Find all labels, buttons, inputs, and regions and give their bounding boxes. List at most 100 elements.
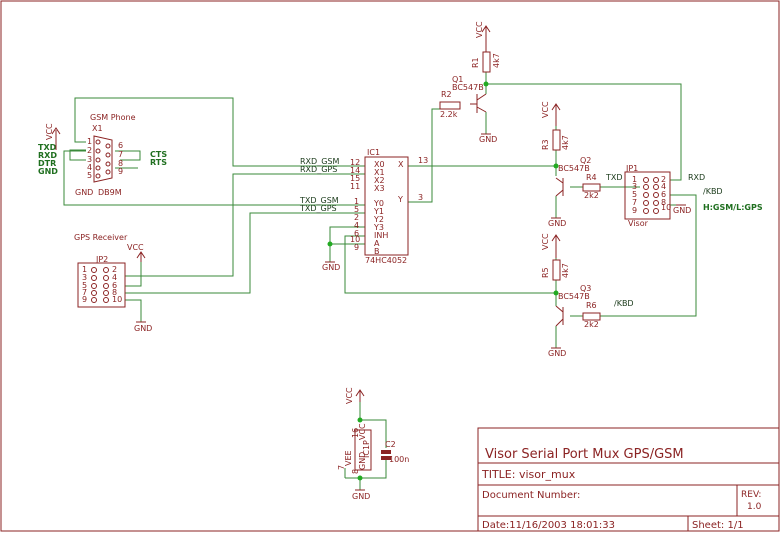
ic1-pin-y1: Y1 xyxy=(373,207,384,216)
q3-gnd-label: GND xyxy=(548,349,566,358)
q1-gnd-label: GND xyxy=(479,135,497,144)
jp2-pin-4: 4 xyxy=(112,273,117,282)
ic1-part: 74HC4052 xyxy=(365,256,407,265)
ic1-pin-x2: X2 xyxy=(374,176,385,185)
jp2-pin-2: 2 xyxy=(112,265,117,274)
jp1-pin-4: 4 xyxy=(661,182,666,191)
jp1-pin-2: 2 xyxy=(661,175,666,184)
jp1-part: Visor xyxy=(628,219,649,228)
ic1-pin-y3: Y3 xyxy=(373,223,384,232)
ic1p-vcc-pin: VCC xyxy=(358,423,367,440)
title-block-sheet: Sheet: 1/1 xyxy=(692,520,744,531)
r4-body xyxy=(582,183,601,192)
title-block-doc-label: Document Number: xyxy=(482,490,580,501)
q1-part: BC547B xyxy=(452,83,484,92)
jp2-pin-5: 5 xyxy=(82,281,87,290)
jp1-pins xyxy=(643,177,659,214)
jp2-pin-3: 3 xyxy=(82,273,87,282)
gsm-signal-rts: RTS xyxy=(150,158,167,167)
gps-receiver-title: GPS Receiver xyxy=(74,233,128,242)
c2-ref: C2 xyxy=(385,440,396,449)
ic1-pin-b: B xyxy=(374,247,380,256)
jp2-pin-9: 9 xyxy=(82,295,87,304)
q3-part: BC547B xyxy=(558,292,590,301)
ic1-gnd-label: GND xyxy=(322,263,340,272)
gsm-signal-dtr: DTR xyxy=(38,159,56,168)
q3-vcc-label: VCC xyxy=(541,233,550,250)
r6-value: 2k2 xyxy=(584,320,599,329)
wires xyxy=(63,72,697,490)
net-txd-gps: TXD_GPS xyxy=(299,204,337,213)
gsm-vcc-label: VCC xyxy=(45,123,54,140)
gsm-signal-cts: CTS xyxy=(150,150,167,159)
power-block: VCC IC1P VCC 16 VEE 7 GND 8 C2 100n GND xyxy=(337,387,409,501)
title-block-rev-label: REV: xyxy=(741,490,761,500)
r4-ref: R4 xyxy=(586,173,597,182)
net-rxd-gps: RXD_GPS xyxy=(300,165,337,174)
jp1-pin-9: 9 xyxy=(632,206,637,215)
power-vcc-label: VCC xyxy=(345,387,354,404)
jp1-pin-1: 1 xyxy=(632,175,637,184)
q2-gnd-label: GND xyxy=(548,219,566,228)
ic1-pin-x0: X0 xyxy=(374,160,385,169)
db9-pin-4: 4 xyxy=(87,163,92,172)
ic1-num-12: 12 xyxy=(350,158,360,167)
ic1-num-9: 9 xyxy=(354,243,359,252)
jp2-pin-8: 8 xyxy=(112,288,117,297)
jp2-pin-6: 6 xyxy=(112,281,117,290)
db9-body xyxy=(93,135,113,183)
jp1-ref: JP1 xyxy=(625,164,638,173)
r1-body xyxy=(482,51,491,73)
title-block-rev-value: 1.0 xyxy=(747,502,762,512)
ic1-num-15: 15 xyxy=(350,174,360,183)
jp1-pin-5: 5 xyxy=(632,190,637,199)
q1-stage: VCC R1 4k7 Q1 BC547B R2 2.2k GND xyxy=(439,21,501,144)
gsm-signal-rxd: RXD xyxy=(38,151,57,160)
junctions xyxy=(327,81,559,481)
q1-ref: Q1 xyxy=(452,75,463,84)
q2-ref: Q2 xyxy=(580,156,591,165)
ic1p-num-16: 16 xyxy=(351,428,360,438)
r1-value: 4k7 xyxy=(492,53,501,68)
c2-plate-top xyxy=(381,450,391,454)
ic1-num-13: 13 xyxy=(418,156,428,165)
q2-vcc-label: VCC xyxy=(541,101,550,118)
gps-vcc-label: VCC xyxy=(127,243,144,252)
title-block-date: Date:11/16/2003 18:01:33 xyxy=(482,520,615,531)
r3-value: 4k7 xyxy=(561,135,570,150)
ic1p-ref: IC1P xyxy=(362,440,371,458)
ic1-num-14: 14 xyxy=(350,166,360,175)
q1-vcc-label: VCC xyxy=(475,21,484,38)
ic1-pin-x-out: X xyxy=(398,160,404,169)
ic1-num-2: 2 xyxy=(354,213,359,222)
ic1-pin-a: A xyxy=(374,239,380,248)
ic1-multiplexer: IC1 X0 X1 X2 X3 Y0 Y1 Y2 Y3 INH A B 12 1… xyxy=(322,148,428,272)
ic1-num-4: 4 xyxy=(354,221,359,230)
gsm-signal-txd: TXD xyxy=(38,143,57,152)
net-txd-gsm: TXD_GSM xyxy=(299,196,339,205)
jp1-pin-7: 7 xyxy=(632,198,637,207)
net-txd: TXD xyxy=(605,173,623,182)
title-block-heading: Visor Serial Port Mux GPS/GSM xyxy=(485,447,684,462)
net-kbd-jp1: /KBD xyxy=(703,187,723,196)
gps-receiver-ref: JP2 xyxy=(95,255,108,264)
ic1-num-5: 5 xyxy=(354,205,359,214)
gsm-signal-gnd: GND xyxy=(38,167,58,176)
jp1-pin-8: 8 xyxy=(661,198,666,207)
db9-pin-5: 5 xyxy=(87,171,92,180)
jp1-body xyxy=(624,171,671,220)
gsm-phone-part: DB9M xyxy=(98,188,122,197)
jp2-pin-10: 10 xyxy=(112,295,122,304)
db9-pin-1: 1 xyxy=(87,137,92,146)
jp2-pins xyxy=(91,267,109,303)
db9-pin-6: 6 xyxy=(118,141,123,150)
r6-ref: R6 xyxy=(586,301,597,310)
r2-body xyxy=(439,101,461,110)
r4-value: 2k2 xyxy=(584,191,599,200)
ic1-num-3: 3 xyxy=(418,193,423,202)
jp2-body xyxy=(77,262,126,308)
jp1-pin-10: 10 xyxy=(661,203,671,212)
jp1-pin-6: 6 xyxy=(661,190,666,199)
ic1p-num-8: 8 xyxy=(351,469,360,474)
